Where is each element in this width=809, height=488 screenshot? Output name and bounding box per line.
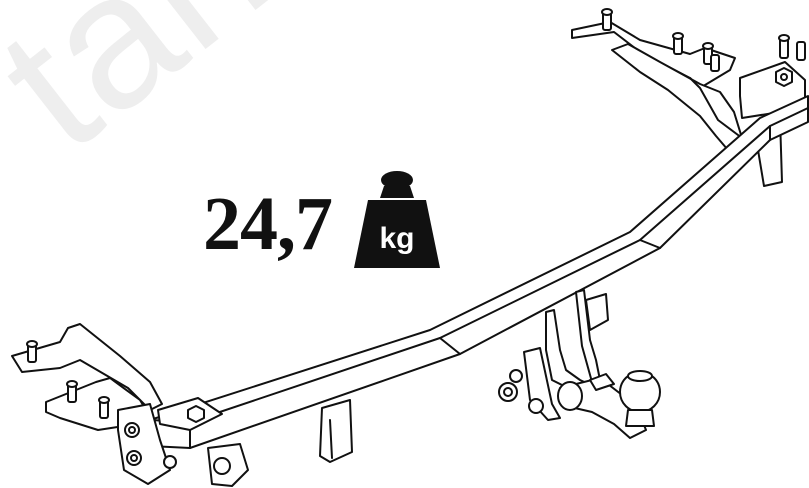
right-mounting-bracket bbox=[571, 8, 806, 187]
center-hanger bbox=[319, 399, 353, 463]
weight-unit: kg bbox=[379, 222, 415, 255]
weight-value: 24,7 bbox=[203, 182, 333, 266]
left-mounting-bracket bbox=[11, 323, 249, 487]
kg-weight-icon: kg bbox=[352, 168, 442, 270]
tow-hitch-assembly bbox=[498, 289, 661, 439]
crossbar-tube bbox=[149, 95, 809, 449]
